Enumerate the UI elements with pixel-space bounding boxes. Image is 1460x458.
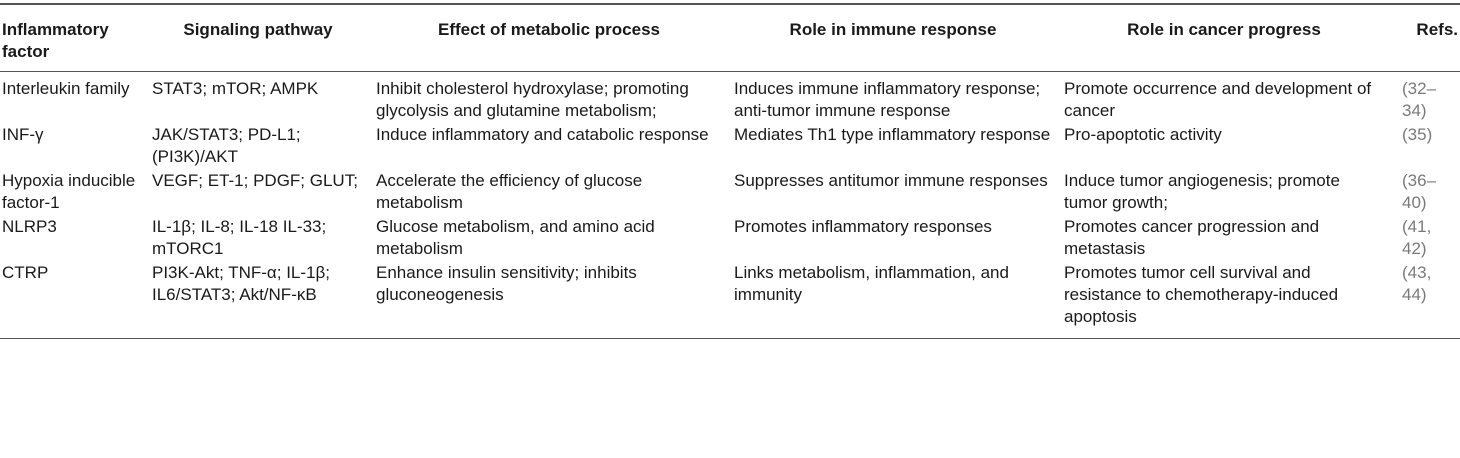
cell-metabolic: Enhance insulin sensitivity; inhibits gl…: [370, 262, 728, 339]
cell-pathway: PI3K-Akt; TNF-α; IL-1β; IL6/STAT3; Akt/N…: [146, 262, 370, 339]
cell-factor: Interleukin family: [2, 79, 130, 98]
cell-immune: Links metabolism, inflammation, and immu…: [728, 262, 1058, 339]
table-row: Interleukin family STAT3; mTOR; AMPK Inh…: [0, 72, 1460, 125]
cell-refs-link[interactable]: (36–40): [1402, 171, 1437, 212]
cell-pathway: VEGF; ET-1; PDGF; GLUT;: [152, 171, 358, 190]
cell-pathway: IL-1β; IL-8; IL-18 IL-33; mTORC1: [152, 217, 327, 258]
header-row: Inflammatory factor Signaling pathway Ef…: [0, 4, 1460, 72]
cell-pathway: JAK/STAT3; PD-L1; (PI3K)/AKT: [152, 125, 301, 166]
cell-immune: Induces immune inflammatory response; an…: [734, 79, 1041, 120]
header-metabolic-effect: Effect of metabolic process: [370, 4, 728, 72]
cell-cancer: Induce tumor angiogenesis; promote tumor…: [1064, 171, 1340, 212]
cell-immune: Suppresses antitumor immune responses: [734, 171, 1048, 190]
cell-refs-link[interactable]: (41, 42): [1402, 217, 1432, 258]
cell-factor: CTRP: [0, 262, 146, 339]
header-cancer-role: Role in cancer progress: [1058, 4, 1390, 72]
header-immune-role: Role in immune response: [728, 4, 1058, 72]
inflammatory-factors-table: Inflammatory factor Signaling pathway Ef…: [0, 3, 1460, 339]
cell-immune: Mediates Th1 type inflammatory response: [734, 125, 1051, 144]
cell-pathway: STAT3; mTOR; AMPK: [152, 79, 319, 98]
header-refs: Refs.: [1390, 4, 1460, 72]
cell-refs-link[interactable]: (35): [1402, 125, 1433, 144]
header-inflammatory-factor: Inflammatory factor: [0, 4, 146, 72]
cell-cancer: Promote occurrence and development of ca…: [1064, 79, 1372, 120]
cell-refs-link[interactable]: (43, 44): [1390, 262, 1460, 339]
table-row: Hypoxia inducible factor-1 VEGF; ET-1; P…: [0, 170, 1460, 216]
cell-metabolic: Inhibit cholesterol hydroxylase; promoti…: [376, 79, 689, 120]
cell-factor: INF-γ: [2, 125, 44, 144]
cell-factor: Hypoxia inducible factor-1: [2, 171, 136, 212]
cell-cancer: Promotes tumor cell survival and resista…: [1058, 262, 1390, 339]
cell-refs-link[interactable]: (32–34): [1402, 79, 1437, 120]
table-row: INF-γ JAK/STAT3; PD-L1; (PI3K)/AKT Induc…: [0, 124, 1460, 170]
cell-cancer: Pro-apoptotic activity: [1064, 125, 1222, 144]
cell-metabolic: Accelerate the efficiency of glucose met…: [376, 171, 643, 212]
cell-immune: Promotes inflammatory responses: [734, 217, 992, 236]
cell-metabolic: Glucose metabolism, and amino acid metab…: [376, 217, 655, 258]
table-row: CTRP PI3K-Akt; TNF-α; IL-1β; IL6/STAT3; …: [0, 262, 1460, 339]
cell-cancer: Promotes cancer progression and metastas…: [1064, 217, 1320, 258]
cell-factor: NLRP3: [2, 217, 57, 236]
header-signaling-pathway: Signaling pathway: [146, 4, 370, 72]
cell-metabolic: Induce inflammatory and catabolic respon…: [376, 125, 709, 144]
table-row: NLRP3 IL-1β; IL-8; IL-18 IL-33; mTORC1 G…: [0, 216, 1460, 262]
